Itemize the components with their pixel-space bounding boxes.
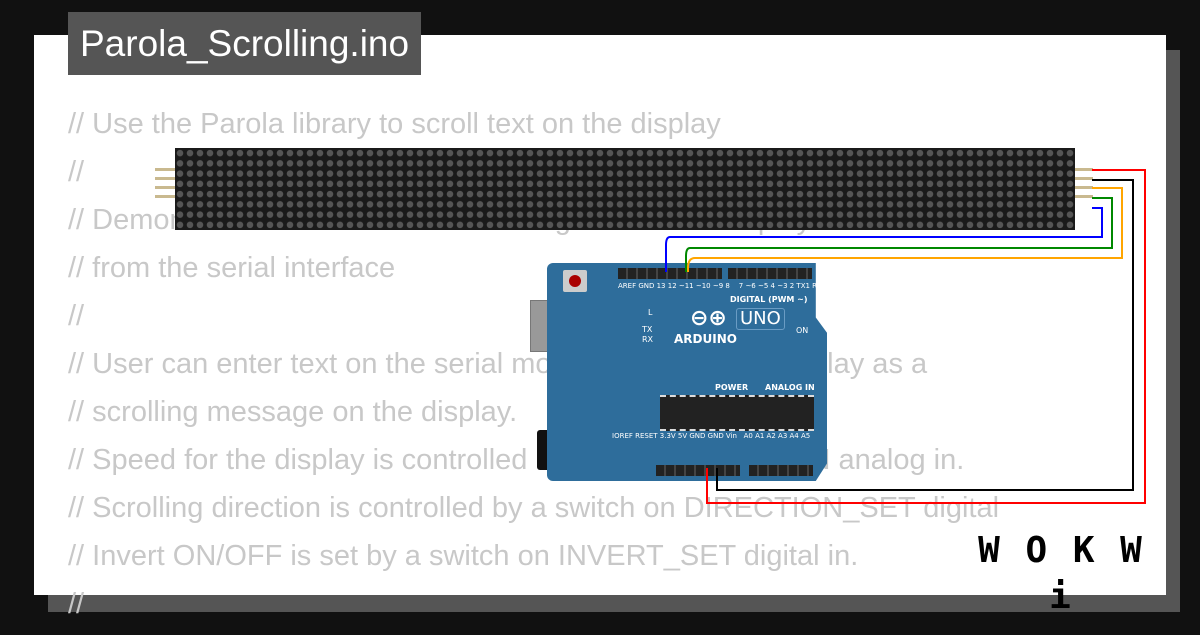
tx-led-label: TX bbox=[642, 325, 653, 334]
matrix-output-pins bbox=[1075, 168, 1093, 204]
code-line: // bbox=[68, 300, 85, 332]
wire-vcc bbox=[706, 169, 1146, 504]
led-matrix-display[interactable] bbox=[175, 148, 1075, 230]
wire-din bbox=[665, 207, 1103, 272]
wire-gnd bbox=[716, 179, 1134, 491]
arduino-uno-board[interactable] bbox=[547, 263, 827, 481]
project-title: Parola_Scrolling.ino bbox=[68, 12, 422, 75]
reset-button[interactable] bbox=[563, 270, 587, 292]
digital-header-low bbox=[728, 268, 812, 279]
analog-header bbox=[749, 465, 813, 476]
matrix-input-pins bbox=[155, 168, 175, 204]
analog-label: ANALOG IN bbox=[765, 383, 815, 392]
arduino-logo-icon: ⊖⊕ bbox=[690, 306, 727, 331]
digital-header-high bbox=[618, 268, 722, 279]
model-label: UNO bbox=[736, 308, 785, 330]
top-pin-labels: AREF GND 13 12 ~11 ~10 ~9 8 7 ~6 ~5 4 ~3… bbox=[618, 282, 827, 290]
code-line: // Invert ON/OFF is set by a switch on I… bbox=[68, 540, 859, 572]
brand-label: ARDUINO bbox=[674, 332, 737, 346]
on-led-label: ON bbox=[796, 326, 809, 335]
l-led-label: L bbox=[648, 308, 653, 317]
atmega-chip bbox=[660, 395, 814, 431]
power-label: POWER bbox=[715, 383, 749, 392]
code-line: // scrolling message on the display. bbox=[68, 396, 518, 428]
wire-cs bbox=[685, 197, 1113, 272]
bottom-pin-labels: IOREF RESET 3.3V 5V GND GND Vin A0 A1 A2… bbox=[612, 432, 811, 440]
code-line: // bbox=[68, 588, 85, 620]
code-line: // from the serial interface bbox=[68, 252, 396, 284]
digital-label: DIGITAL (PWM ~) bbox=[730, 295, 808, 304]
code-line: // Use the Parola library to scroll text… bbox=[68, 108, 721, 140]
wire-clk bbox=[687, 187, 1123, 272]
code-line: // Scrolling direction is controlled by … bbox=[68, 492, 1000, 524]
rx-led-label: RX bbox=[642, 335, 654, 344]
code-line: // bbox=[68, 156, 85, 188]
wokwi-logo: W O K W i bbox=[970, 528, 1152, 617]
power-header bbox=[656, 465, 740, 476]
